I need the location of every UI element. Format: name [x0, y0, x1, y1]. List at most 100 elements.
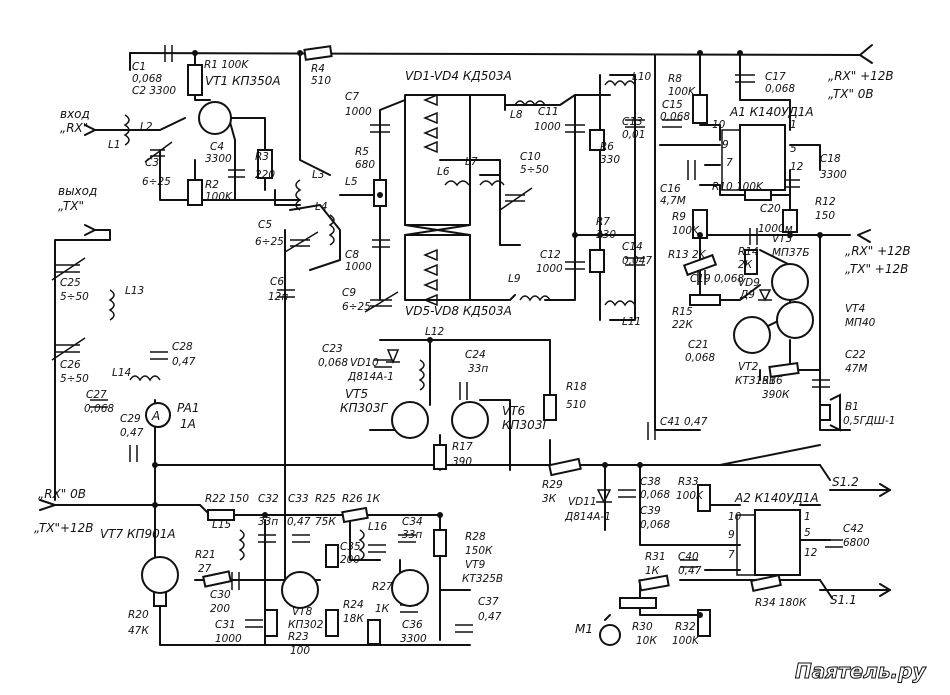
label-vd1-vd4: VD1-VD4 КД503А — [405, 69, 512, 83]
coil-l13 — [108, 289, 115, 321]
label-c28-value: 0,47 — [172, 356, 196, 368]
label-vt6: VT6 — [502, 404, 526, 418]
diode-vd1 — [423, 93, 438, 107]
label-l16: L16 — [368, 521, 388, 533]
label-c1: C1 — [132, 61, 146, 73]
label-l7: L7 — [465, 156, 478, 168]
coil-l8 — [514, 100, 546, 107]
diodes — [386, 93, 772, 504]
label-c42-value: 6800 — [843, 537, 870, 549]
label-c10: C10 — [520, 151, 541, 163]
capacitor-c19 — [697, 270, 706, 285]
label-c11: C11 — [538, 106, 559, 118]
capacitor-c14 — [625, 257, 645, 266]
label-vd11-value: Д814А-1 — [564, 511, 611, 523]
resistor-r15 — [689, 294, 721, 306]
opamp-a1-pins — [721, 129, 741, 191]
switch-s1-2 — [819, 464, 831, 481]
trimmer-c9 — [364, 291, 399, 313]
label-tx-0v: „TX" 0В — [828, 87, 874, 101]
label-c3: C3 — [145, 157, 159, 169]
label-r5-value: 680 — [355, 159, 375, 171]
label-c6: C6 — [270, 276, 284, 288]
resistor-r13 — [682, 253, 718, 277]
resistor-r25 — [325, 544, 339, 568]
label-r2-value: 100K — [205, 191, 233, 203]
capacitor-c24 — [459, 382, 468, 400]
label-c29: C29 — [120, 413, 141, 425]
label-vt4: VT4 — [845, 303, 865, 315]
resistor-r21 — [202, 570, 232, 588]
label-c27-value: 0,068 — [84, 403, 114, 415]
resistor-r23 — [264, 609, 278, 637]
label-r14-value: 2К — [738, 259, 753, 271]
label-r1: R1 100K — [204, 59, 249, 71]
capacitor-c16 — [687, 160, 696, 180]
label-r9-value: 100K — [672, 225, 700, 237]
resistor-r4 — [303, 45, 333, 61]
resistor-r34 — [750, 574, 782, 592]
label-c1000: 1000м — [758, 223, 793, 235]
label-r27: R27 — [372, 581, 393, 593]
capacitor-c38 — [618, 489, 636, 498]
a1-pin-5: 5 — [790, 143, 797, 155]
coil-l9 — [519, 295, 551, 302]
diode-vd11 — [596, 489, 612, 504]
label-l13: L13 — [125, 285, 144, 297]
capacitor-c29 — [129, 445, 138, 462]
ammeter-letter: A — [151, 409, 160, 423]
capacitor-c40 — [680, 559, 698, 568]
label-c23: C23 — [322, 343, 343, 355]
label-c5: C5 — [258, 219, 272, 231]
capacitor-c11 — [565, 124, 585, 133]
label-c25: C25 — [60, 277, 81, 289]
label-c32-value: 33п — [258, 516, 278, 528]
label-r33-value: 100K — [676, 490, 704, 502]
label-rx-12v-b: „RX" +12В — [845, 244, 911, 258]
label-vt7: VT7 КП901А — [100, 527, 176, 541]
label-c38: C38 — [640, 476, 661, 488]
capacitor-c6 — [277, 289, 295, 298]
label-r12-value: 150 — [815, 210, 835, 222]
label-c30: C30 — [210, 589, 231, 601]
transistor-vt4 — [776, 301, 814, 339]
label-c23-value: 0,068 — [318, 357, 348, 369]
diode-vd3 — [423, 126, 438, 140]
label-r16: R16 — [762, 375, 783, 387]
transistor-vt3 — [771, 263, 809, 301]
label-c13-value: 0,01 — [622, 129, 645, 141]
trimmer-c26 — [51, 337, 86, 361]
label-r32: R32 — [675, 621, 696, 633]
resistor-r2 — [187, 179, 203, 206]
label-c16-value: 4,7М — [660, 195, 686, 207]
resistor-r28 — [433, 529, 447, 557]
label-r17: R17 — [452, 441, 473, 453]
label-c35: C35 — [340, 541, 361, 553]
label-r27-value: 1К — [375, 603, 390, 615]
label-vt9: VT9 — [465, 559, 486, 571]
label-r5: R5 — [355, 146, 369, 158]
label-c31: C31 — [215, 619, 236, 631]
supply-arrow-rx-tx — [857, 229, 871, 243]
label-vt5-value: КП303Г — [340, 401, 388, 415]
label-c15-value: 0,068 — [660, 111, 690, 123]
resistor-r16 — [768, 361, 800, 379]
label-c42: C42 — [843, 523, 864, 535]
coil-l4 — [328, 214, 335, 246]
label-c32: C32 — [258, 493, 279, 505]
diode-vd9 — [758, 289, 772, 302]
label-r23: R23 — [288, 631, 309, 643]
label-r9: R9 — [672, 211, 686, 223]
label-vt6-value: КП303Г — [502, 418, 550, 432]
diode-vd5 — [423, 248, 438, 262]
label-c1-value: 0,068 — [132, 73, 162, 85]
label-c7-value: 1000 — [345, 106, 372, 118]
label-tx-12v-c: „TX"+12В — [34, 521, 94, 535]
opamp-a1 — [739, 124, 786, 191]
label-c35-value: 200 — [340, 554, 360, 566]
label-c4-value: 3300 — [205, 153, 232, 165]
label-r24-value: 18К — [343, 613, 364, 625]
trimmer-c3 — [144, 141, 173, 163]
label-vd10-value: Д814А-1 — [347, 371, 394, 383]
label-c31-value: 1000 — [215, 633, 242, 645]
